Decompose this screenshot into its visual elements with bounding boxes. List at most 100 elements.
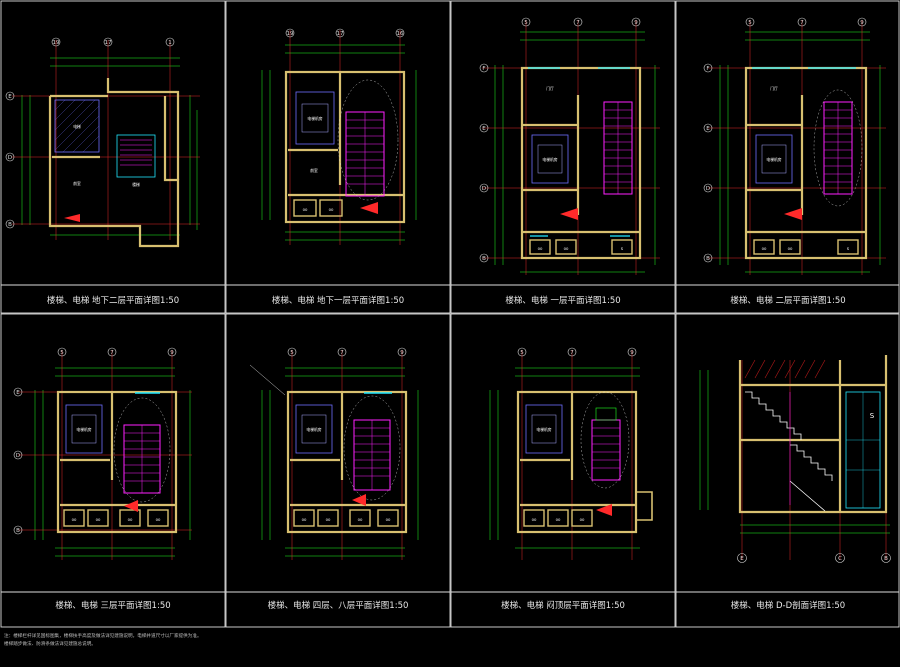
axis-label: E [482,126,486,132]
axis-bubbles-5 [13,347,177,535]
dimension-lines [699,370,890,534]
room-label: 电梯 [73,124,81,129]
panel-frame-6 [225,313,451,628]
walls [48,78,180,248]
dimension-lines [719,31,881,273]
dimension-lines [261,367,419,557]
walls [520,66,642,260]
panel-frame-7 [450,313,676,628]
axis-label: 5 [748,20,752,26]
room-label: 电梯机房 [306,427,321,432]
stair-arrow-1 [64,214,80,222]
room-label: 电梯机房 [766,157,781,162]
room-label: 00 [762,246,767,251]
axis-label: F [706,66,709,72]
axis-label: E [8,94,12,100]
panel-frame-5 [0,313,226,628]
axis-label: 19 [53,40,60,46]
room-label: 00 [580,517,585,522]
stair-core-1 [116,134,156,178]
axis-label: 7 [110,350,114,356]
axis-label: B [706,256,710,262]
axis-label: 17 [105,40,112,46]
room-label: 00 [303,207,308,212]
room-label: S [847,246,850,251]
panel-caption: 楼梯、电梯 三层平面详图1:50 [55,600,170,611]
room-label: 00 [788,246,793,251]
axis-label: 9 [634,20,638,26]
axis-label: B [8,222,12,228]
room-label: 00 [556,517,561,522]
room-label: 00 [532,517,537,522]
note-line-2: 楼梯踏步做法、防滑条做法详见建施总说明。 [4,640,96,647]
panel-frame-8 [675,313,900,628]
dimension-lines [261,44,417,241]
stair-treads-2 [346,112,384,196]
room-label: 电梯机房 [536,427,551,432]
axis-bubbles-8 [737,553,891,563]
room-label: 00 [329,207,334,212]
room-label: 门厅 [770,86,778,91]
room-labels: 电梯 前室 楼梯 电梯机房 前室 00 00 门厅 电梯机房 00 00 S 门… [72,86,875,522]
general-notes: 注：楼梯栏杆详见国标图集，楼梯扶手高度及做法详见建施说明，电梯井道尺寸以厂家提供… [4,632,202,647]
dimension-lines [21,57,198,236]
room-label: 电梯机房 [307,116,322,121]
panel-caption: 楼梯、电梯 地下一层平面详图1:50 [272,295,404,306]
room-label: 00 [302,517,307,522]
panel-caption: 楼梯、电梯 闷顶层平面详图1:50 [501,600,625,611]
axis-label: 9 [630,350,634,356]
axis-label: D [16,453,20,459]
axis-label: 5 [520,350,524,356]
axis-label: F [482,66,485,72]
axis-bubbles-3 [479,17,641,263]
axis-label: B [482,256,486,262]
axis-labels: 19 17 1 E D B 19 17 16 5 7 9 F E D B 5 7… [8,20,888,562]
panel-captions: 楼梯、电梯 地下二层平面详图1:50 楼梯、电梯 地下一层平面详图1:50 楼梯… [47,295,846,611]
roof-hatch [744,359,826,379]
room-label: 前室 [310,168,318,173]
panel-caption: 楼梯、电梯 二层平面详图1:50 [730,295,845,306]
axis-label: 9 [400,350,404,356]
room-label: 00 [72,517,77,522]
panel-4-plan [703,17,886,275]
axis-label: 1 [168,40,172,46]
panel-8-section [699,355,891,563]
room-label: 00 [326,517,331,522]
panel-caption: 楼梯、电梯 四层、八层平面详图1:50 [268,600,409,611]
panel-1-plan [5,37,200,248]
panel-caption: 楼梯、电梯 地下二层平面详图1:50 [47,295,179,306]
section-walls [738,355,888,514]
room-label: S [621,246,624,251]
panel-caption: 楼梯、电梯 D-D剖面详图1:50 [731,600,845,611]
room-label: S [870,412,875,420]
axis-label: 19 [287,31,294,37]
walls [516,390,638,534]
panel-7-plan [489,347,653,560]
note-line-1: 注：楼梯栏杆详见国标图集，楼梯扶手高度及做法详见建施说明，电梯井道尺寸以厂家提供… [4,632,202,639]
panel-frame-3 [450,0,676,314]
stair-flights [745,391,833,512]
stair-treads-1 [120,139,152,166]
walls [56,390,178,534]
axis-label: D [482,186,486,192]
axis-label: 5 [524,20,528,26]
elevator-hatch-1 [54,99,100,153]
dimension-lines [494,31,656,273]
axis-bubbles-7 [517,347,637,357]
axis-bubbles-4 [703,17,867,263]
panel-frame-1 [0,0,226,314]
panel-2-plan [261,28,417,245]
room-label: 00 [128,517,133,522]
room-label: 电梯机房 [542,157,557,162]
elevator-shaft-2 [295,91,335,145]
dimension-lines [489,367,640,549]
axis-bubbles-1 [5,37,175,229]
panel-3-plan [479,17,660,275]
panel-6-plan [249,347,419,560]
axis-label: E [740,556,744,562]
axis-label: 9 [860,20,864,26]
axis-label: 5 [290,350,294,356]
walls [286,390,408,534]
axis-label: 7 [340,350,344,356]
